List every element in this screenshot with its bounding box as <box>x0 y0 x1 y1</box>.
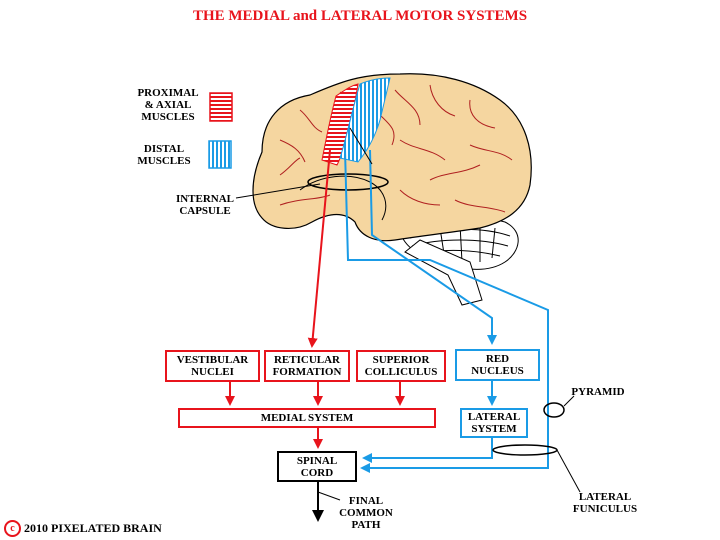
pyramid-ring <box>543 402 565 418</box>
red-nucleus-box: RED NUCLEUS <box>455 349 540 381</box>
internal-capsule-label: INTERNAL CAPSULE <box>175 193 235 217</box>
final-common-path-label: FINAL COMMON PATH <box>339 495 393 531</box>
superior-colliculus-box: SUPERIOR COLLICULUS <box>356 350 446 382</box>
medial-descending-path <box>307 149 331 348</box>
copyright-text: 2010 PIXELATED BRAIN <box>24 521 162 535</box>
pyramid-label: PYRAMID <box>571 386 625 398</box>
distal-motor-strip <box>339 77 391 163</box>
vestibular-nuclei-box: VESTIBULAR NUCLEI <box>165 350 260 382</box>
cerebral-hemisphere <box>252 73 532 242</box>
copyright-symbol: c <box>4 520 21 537</box>
spinal-cord-box: SPINAL CORD <box>277 451 357 482</box>
page-title: THE MEDIAL and LATERAL MOTOR SYSTEMS <box>192 8 528 24</box>
lateral-funiculus-label: LATERAL FUNICULUS <box>572 491 638 515</box>
medial-system-box: MEDIAL SYSTEM <box>178 408 436 428</box>
legend-distal-swatch <box>208 140 232 169</box>
copyright: c 2010 PIXELATED BRAIN <box>4 520 162 537</box>
reticular-formation-box: RETICULAR FORMATION <box>264 350 350 382</box>
legend-proximal-label: PROXIMAL & AXIAL MUSCLES <box>137 87 199 123</box>
lateral-path-corticospinal <box>344 149 549 473</box>
brainstem <box>404 239 483 306</box>
legend-proximal-swatch <box>209 92 233 122</box>
lateral-path-red-nucleus <box>369 149 497 345</box>
legend-distal-label: DISTAL MUSCLES <box>137 143 191 167</box>
lateral-system-box: LATERAL SYSTEM <box>460 408 528 438</box>
internal-capsule-ring <box>307 173 389 191</box>
